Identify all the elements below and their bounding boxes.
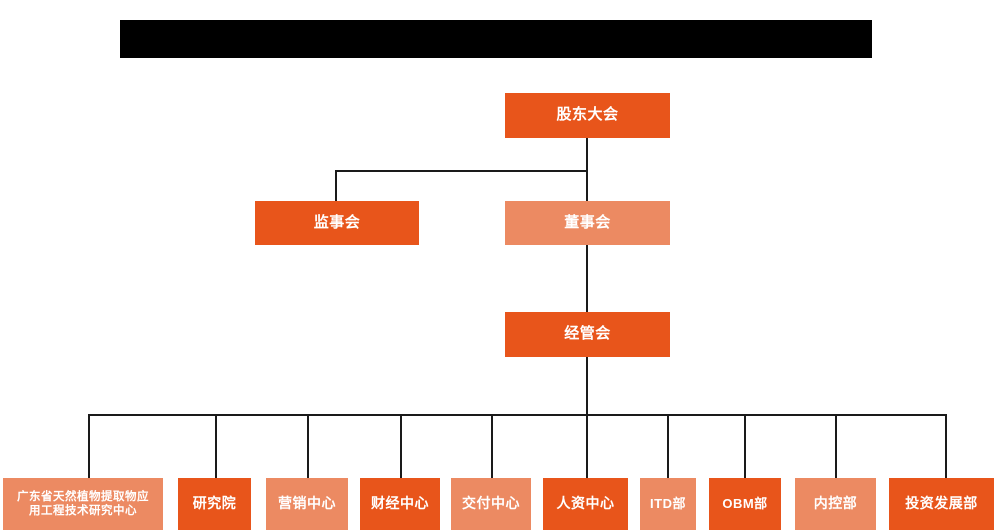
node-department-hr-center[interactable]: 人资中心 [543, 478, 628, 530]
connector-supervisors-drop [335, 170, 337, 202]
connector-department-drop-3 [307, 414, 309, 479]
node-department-marketing-center[interactable]: 营销中心 [266, 478, 348, 530]
connector-department-drop-7 [667, 414, 669, 479]
node-department-obm[interactable]: OBM部 [709, 478, 781, 530]
node-department-institute[interactable]: 研究院 [178, 478, 251, 530]
connector-department-drop-9 [835, 414, 837, 479]
node-department-internal-control[interactable]: 内控部 [795, 478, 876, 530]
connector-supervisors-bus [335, 170, 588, 172]
connector-department-drop-10 [945, 414, 947, 479]
node-department-itd[interactable]: ITD部 [640, 478, 696, 530]
connector-department-drop-4 [400, 414, 402, 479]
connector-shareholders-stem [586, 138, 588, 171]
node-management-committee[interactable]: 经管会 [505, 312, 670, 357]
node-department-investment-development[interactable]: 投资发展部 [889, 478, 994, 530]
connector-department-drop-2 [215, 414, 217, 479]
node-board-of-directors[interactable]: 董事会 [505, 201, 670, 245]
node-department-finance-center[interactable]: 财经中心 [360, 478, 440, 530]
node-department-research-center[interactable]: 广东省天然植物提取物应 用工程技术研究中心 [3, 478, 163, 530]
connector-department-drop-6 [586, 414, 588, 479]
node-shareholders-meeting[interactable]: 股东大会 [505, 93, 670, 138]
connector-department-drop-8 [744, 414, 746, 479]
department-label-line2: 用工程技术研究中心 [29, 505, 137, 517]
node-board-of-supervisors[interactable]: 监事会 [255, 201, 419, 245]
connector-directors-to-management [586, 245, 588, 312]
connector-departments-bus [88, 414, 947, 416]
node-department-delivery-center[interactable]: 交付中心 [451, 478, 531, 530]
connector-department-drop-1 [88, 414, 90, 479]
department-label-line1: 广东省天然植物提取物应 [17, 490, 149, 503]
connector-department-drop-5 [491, 414, 493, 479]
redacted-title-banner [120, 20, 872, 58]
connector-management-stem [586, 357, 588, 415]
connector-directors-drop [586, 170, 588, 202]
